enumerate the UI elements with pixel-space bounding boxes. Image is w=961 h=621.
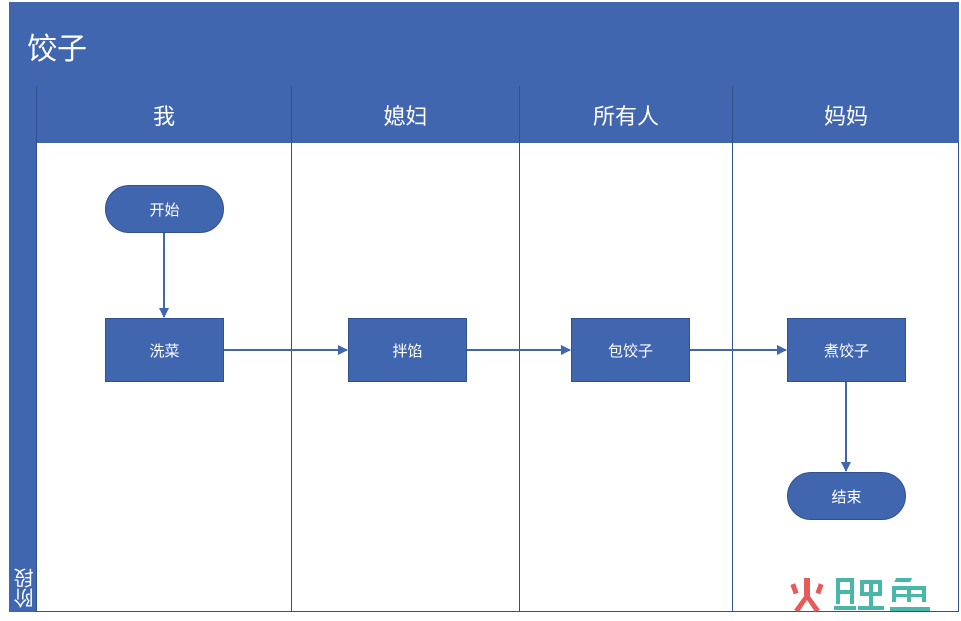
phase-label: 阶段 bbox=[13, 568, 37, 608]
lane-divider bbox=[519, 86, 520, 612]
diagram-title: 饺子 bbox=[27, 32, 87, 67]
wrap-dumplings-node: 包饺子 bbox=[571, 318, 690, 382]
phase-bar: 阶段 bbox=[9, 86, 37, 612]
lane-divider bbox=[732, 86, 733, 612]
title-bar: 饺子 bbox=[9, 2, 959, 86]
watermark-logo bbox=[790, 578, 930, 612]
start-node: 开始 bbox=[105, 185, 224, 233]
lane-header-everyone: 所有人 bbox=[520, 86, 733, 143]
wash-vegetables-node: 洗菜 bbox=[105, 318, 224, 382]
lane-header-wife: 媳妇 bbox=[292, 86, 520, 143]
lane-divider bbox=[291, 86, 292, 612]
end-node: 结束 bbox=[787, 472, 906, 520]
mix-stuffing-node: 拌馅 bbox=[348, 318, 467, 382]
lane-header-mom: 妈妈 bbox=[733, 86, 959, 143]
boil-dumplings-node: 煮饺子 bbox=[787, 318, 906, 382]
lane-header-me: 我 bbox=[37, 86, 292, 143]
